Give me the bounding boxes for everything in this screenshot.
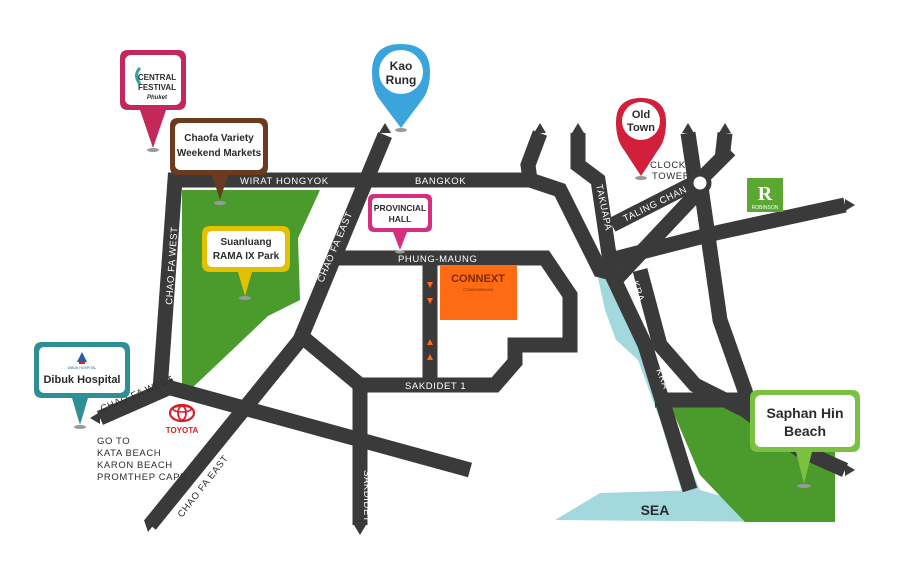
directions-text: GO TO KATA BEACH KARON BEACH PROMTHEP CA… bbox=[97, 436, 187, 483]
road-label-wirat-hongyok: WIRAT HONGYOK bbox=[240, 176, 329, 187]
svg-text:PROMTHEP CAPE: PROMTHEP CAPE bbox=[97, 472, 187, 483]
svg-text:PROVINCIAL: PROVINCIAL bbox=[374, 203, 426, 213]
toyota-logo[interactable]: TOYOTA bbox=[166, 403, 199, 435]
connext-building[interactable] bbox=[440, 265, 517, 320]
arrow-old-town-road bbox=[682, 123, 694, 133]
sea-label: SEA bbox=[641, 502, 670, 518]
road-label-phung-maung: PHUNG-MAUNG bbox=[398, 254, 477, 265]
sea-area bbox=[555, 490, 790, 522]
connext-sub-label: CONDOMINIUM bbox=[463, 287, 493, 292]
svg-text:Suanluang: Suanluang bbox=[220, 237, 271, 248]
connext-access-markers bbox=[427, 282, 433, 360]
road-network bbox=[96, 130, 849, 530]
arrow-clock-road bbox=[719, 123, 731, 133]
suanluang-pin[interactable]: Suanluang RAMA IX Park bbox=[202, 226, 290, 300]
svg-text:ROBINSON: ROBINSON bbox=[752, 205, 779, 211]
svg-text:GO TO: GO TO bbox=[97, 436, 130, 447]
dibuk-hospital-pin[interactable]: DIBUK HOSPITAL Dibuk Hospital bbox=[34, 342, 130, 429]
svg-text:Phuket: Phuket bbox=[147, 95, 168, 101]
suanluang-park-area bbox=[182, 190, 320, 390]
arrow-poonphol-top bbox=[534, 123, 546, 133]
svg-text:Beach: Beach bbox=[784, 423, 826, 439]
road-arrows bbox=[90, 123, 855, 535]
dibuk-logo-icon bbox=[77, 352, 87, 364]
svg-text:Dibuk Hospital: Dibuk Hospital bbox=[43, 374, 120, 386]
old-town-pin[interactable]: Old Town bbox=[616, 98, 666, 180]
svg-text:Old: Old bbox=[632, 109, 650, 121]
connext-label: CONNEXT bbox=[451, 273, 505, 285]
provincial-hall-pin[interactable]: PROVINCIAL HALL bbox=[368, 194, 432, 254]
arrow-kao-rung bbox=[379, 123, 391, 133]
kao-rung-pin[interactable]: Kao Rung bbox=[372, 44, 430, 132]
svg-text:HALL: HALL bbox=[389, 214, 412, 224]
svg-text:KATA BEACH: KATA BEACH bbox=[97, 448, 161, 459]
svg-text:CENTRAL: CENTRAL bbox=[138, 73, 176, 82]
robinson-logo[interactable]: R ROBINSON bbox=[747, 178, 783, 212]
road-label-bangkok: BANGKOK bbox=[415, 176, 466, 187]
central-festival-pin[interactable]: CENTRAL FESTIVAL Phuket bbox=[120, 50, 186, 152]
central-festival-logo bbox=[135, 66, 142, 85]
svg-text:Kao: Kao bbox=[390, 59, 413, 73]
clock-tower-label-1: CLOCK bbox=[650, 160, 686, 171]
arrow-sakdidet-bottom bbox=[354, 525, 366, 535]
arrow-east-upper bbox=[845, 199, 855, 211]
svg-text:RAMA IX Park: RAMA IX Park bbox=[213, 251, 280, 262]
svg-text:Rung: Rung bbox=[386, 73, 417, 87]
svg-text:Town: Town bbox=[627, 122, 655, 134]
road-label-sakdidet-1: SAKDIDET 1 bbox=[405, 381, 466, 392]
road-label-chao-fa-west-vertical: CHAO FA WEST bbox=[164, 226, 180, 305]
robinson-r-icon: R bbox=[758, 183, 773, 205]
clock-tower-roundabout bbox=[688, 171, 712, 195]
arrow-east-lower bbox=[845, 464, 855, 476]
arrow-chaofa-east-bottom bbox=[144, 520, 156, 532]
arrow-west bbox=[90, 412, 100, 424]
svg-text:DIBUK HOSPITAL: DIBUK HOSPITAL bbox=[68, 366, 97, 370]
saphan-hin-pin[interactable]: Saphan Hin Beach bbox=[750, 390, 860, 488]
svg-text:KARON BEACH: KARON BEACH bbox=[97, 460, 173, 471]
clock-tower-label-2: TOWER bbox=[652, 171, 690, 182]
arrow-takuapa-top bbox=[572, 123, 584, 133]
road-label-sakdidet-vertical: SAKDIDET bbox=[361, 470, 372, 522]
svg-text:FESTIVAL: FESTIVAL bbox=[138, 83, 176, 92]
svg-text:Weekend Markets: Weekend Markets bbox=[177, 148, 262, 159]
toyota-icon bbox=[168, 403, 196, 423]
svg-text:Chaofa Variety: Chaofa Variety bbox=[184, 133, 254, 144]
svg-text:TOYOTA: TOYOTA bbox=[166, 426, 199, 435]
chaofa-market-pin[interactable]: Chaofa Variety Weekend Markets bbox=[170, 118, 268, 205]
svg-text:Saphan Hin: Saphan Hin bbox=[766, 405, 843, 421]
